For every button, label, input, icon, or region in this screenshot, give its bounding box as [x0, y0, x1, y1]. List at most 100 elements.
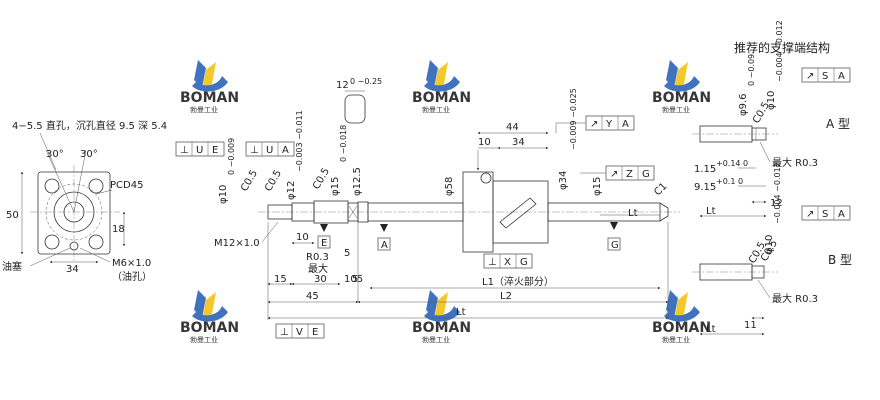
logo-subtitle: 勃曼工业 — [190, 335, 218, 344]
gtol-frame-sa-b: ↗ S A — [801, 205, 851, 221]
svg-text:U: U — [266, 145, 273, 156]
lt-right-label: Lt — [628, 208, 638, 219]
nut-flange-width: 10 — [478, 137, 491, 148]
gtol-frame-ua: ⊥ U A — [245, 141, 295, 157]
svg-text:E: E — [212, 145, 218, 156]
type-b-label: B 型 — [828, 253, 852, 267]
logo-wordmark: BOMAN — [652, 320, 711, 336]
datum-e: E — [321, 238, 327, 249]
type-b-max-r03: 最大 R0.3 — [772, 292, 818, 305]
boman-logo-icon — [424, 60, 460, 92]
dim-11: 11 — [744, 320, 757, 331]
nut-diameter: φ34 — [558, 171, 569, 190]
flange-diameter: φ58 — [444, 177, 455, 196]
gtol-frame-ve: ⊥ V E — [275, 323, 325, 339]
pcd-label: PCD45 — [110, 180, 143, 191]
diameter-12: φ12 — [286, 181, 297, 200]
nut-wiper — [499, 197, 537, 229]
svg-text:↗: ↗ — [806, 209, 814, 220]
logo-wordmark: BOMAN — [652, 90, 711, 106]
oil-hole-label: M6×1.0 — [112, 258, 151, 269]
type-a-d96: φ9.6 — [738, 94, 749, 117]
svg-text:⊥: ⊥ — [180, 145, 189, 156]
type-b-lt: Lt — [706, 324, 716, 335]
type-a-max-r03: 最大 R0.3 — [772, 156, 818, 169]
type-a-d96-tol: 0 −0.09 — [747, 54, 756, 86]
diameter-15-tol: 0 −0.018 — [339, 125, 348, 162]
keyway-section — [344, 94, 366, 124]
key-tol: 0 −0.25 — [350, 77, 382, 86]
boman-logo-icon — [424, 290, 460, 322]
angle-left: 30° — [46, 149, 64, 160]
dim-10: 10 — [296, 232, 309, 243]
fillet-max: 最大 — [308, 262, 328, 275]
type-a-lt: Lt — [706, 206, 716, 217]
type-a-d10-tol: −0.004 −0.012 — [775, 20, 784, 82]
svg-text:E: E — [312, 327, 318, 338]
l1-label: L1（淬火部分） — [482, 275, 554, 288]
svg-text:Z: Z — [626, 169, 633, 180]
fillet-r03: R0.3 — [306, 252, 329, 263]
boman-logo-icon — [664, 60, 700, 92]
key-width: 12 — [336, 80, 349, 91]
boman-logo-icon — [192, 290, 228, 322]
dim-45: 45 — [306, 291, 319, 302]
support-end-title: 推荐的支撑端结构 — [734, 40, 830, 55]
watermark-logo: BOMAN 勃曼工业 — [180, 290, 239, 344]
logo-wordmark: BOMAN — [412, 90, 471, 106]
dim-5a: 5 — [344, 248, 350, 259]
svg-text:A: A — [622, 119, 629, 130]
svg-text:A: A — [282, 145, 289, 156]
boman-logo-icon — [192, 60, 228, 92]
svg-text:⊥: ⊥ — [488, 257, 497, 268]
type-b-d10: φ10 — [764, 235, 775, 254]
svg-text:Y: Y — [605, 119, 613, 130]
diameter-15: φ15 — [330, 177, 341, 196]
datum-g-box — [607, 237, 621, 251]
dim-1-15-tol: +0.14 0 — [716, 159, 748, 168]
dim-9-15: 9.15 — [694, 182, 716, 193]
watermark-logo: BOMAN 勃曼工业 — [412, 60, 471, 114]
dim-1-15: 1.15 — [694, 164, 716, 175]
logo-wordmark: BOMAN — [180, 320, 239, 336]
oil-hole-note: （油孔） — [112, 270, 152, 283]
svg-text:S: S — [822, 209, 828, 220]
logo-subtitle: 勃曼工业 — [422, 335, 450, 344]
svg-text:S: S — [822, 71, 828, 82]
chamfer-a: C0.5 — [239, 168, 260, 193]
chamfer-b: C0.5 — [263, 168, 284, 193]
logo-wordmark: BOMAN — [180, 90, 239, 106]
svg-text:U: U — [196, 145, 203, 156]
svg-text:G: G — [642, 169, 650, 180]
logo-subtitle: 勃曼工业 — [422, 105, 450, 114]
datum-g: G — [611, 240, 619, 251]
lt-label: Lt — [456, 307, 466, 318]
svg-text:A: A — [838, 209, 845, 220]
chamfer-c1: C1 — [652, 181, 669, 198]
gtol-frame-ya: ↗ Y A — [585, 115, 635, 131]
gtol-frame-xg: ⊥ X G — [483, 253, 533, 269]
diameter-12-5: φ12.5 — [352, 167, 363, 196]
oil-plug-label: 油塞 — [2, 260, 22, 273]
dim-30: 30 — [314, 274, 327, 285]
shaft-diameter-right: φ15 — [592, 177, 603, 196]
type-a-label: A 型 — [826, 117, 850, 131]
width-dim: 34 — [66, 264, 79, 275]
watermark-logo: BOMAN 勃曼工业 — [412, 290, 471, 344]
logo-wordmark: BOMAN — [412, 320, 471, 336]
type-a-d10: φ10 — [766, 91, 777, 110]
nut-diameter-tol: −0.009 −0.025 — [569, 88, 578, 150]
svg-text:↗: ↗ — [590, 119, 598, 130]
gtol-frame-ue: ⊥ U E — [175, 141, 225, 157]
datum-a-box — [377, 237, 391, 251]
offset-dim: 18 — [112, 224, 125, 235]
side-view: 4−5.5 直孔，沉孔直径 9.5 深 5.4 30° 30° PCD45 50… — [2, 119, 167, 283]
watermark-logo: BOMAN 勃曼工业 — [652, 290, 711, 344]
dim-12: 12 — [770, 198, 783, 209]
diameter-10: φ10 — [218, 185, 229, 204]
diameter-10-tol: 0 −0.009 — [227, 138, 236, 175]
logo-subtitle: 勃曼工业 — [662, 105, 690, 114]
dim-5b: 5 — [352, 274, 358, 285]
diameter-12-tol: −0.003 −0.011 — [295, 110, 304, 172]
watermark-logo: BOMAN 勃曼工业 — [652, 60, 711, 114]
